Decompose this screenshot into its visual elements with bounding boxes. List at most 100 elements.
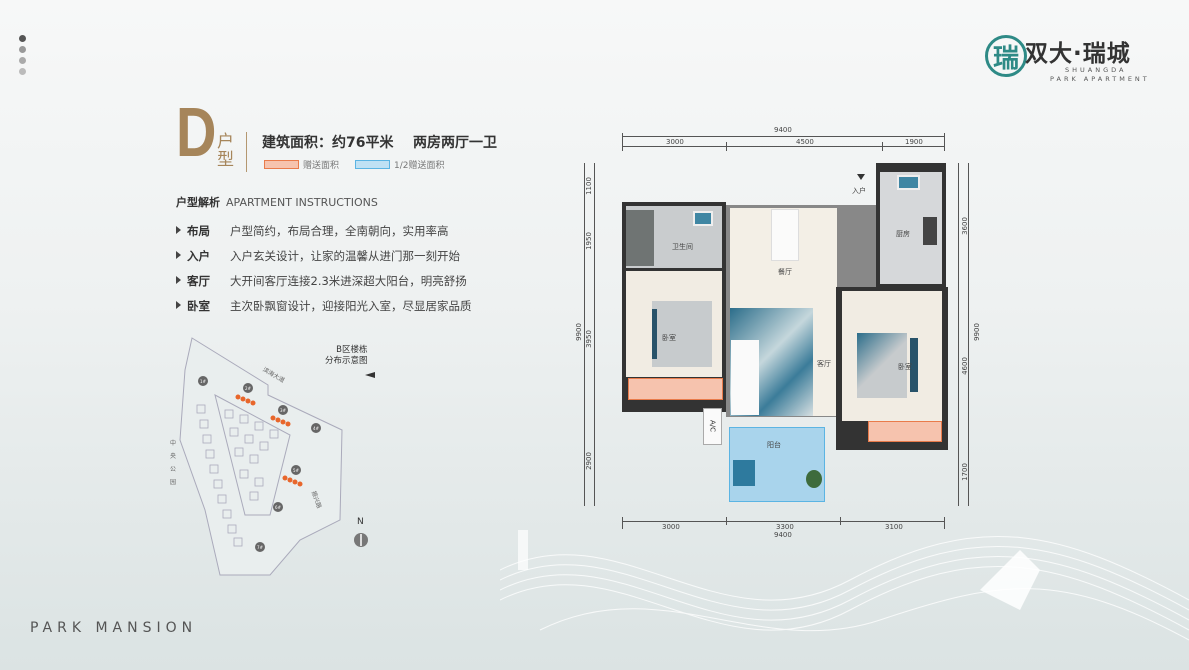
- legend-label: 赠送面积: [303, 161, 340, 171]
- dim-right: 1700: [960, 463, 969, 481]
- highlighted-units: [235, 394, 303, 487]
- legend-label: 1/2赠送面积: [394, 161, 445, 171]
- room-label-kitchen: 厨房: [896, 230, 910, 238]
- item-text: 户型简约，布局合理，全南朝向，实用率高: [230, 224, 449, 238]
- logo-name: 双大·瑞城: [1025, 41, 1131, 67]
- unit-area: 建筑面积：约76平米: [262, 135, 394, 151]
- analysis-heading: 户型解析 APARTMENT INSTRUCTIONS: [176, 194, 378, 210]
- dim-right: 4600: [960, 357, 969, 375]
- sink-icon: [693, 211, 713, 226]
- analysis-item: 客厅 大开间客厅连接2.3米进深超大阳台，明亮舒扬: [176, 273, 467, 289]
- wave-decoration: [500, 530, 1189, 641]
- room-label-bed1: 卧室: [662, 334, 676, 342]
- building-label: 3#: [280, 408, 287, 413]
- ac-unit: A/C: [703, 408, 722, 445]
- central-park-label: 中央公园: [170, 440, 177, 486]
- dim-left: 1950: [584, 232, 593, 250]
- unit-type-label: 户型: [217, 132, 234, 170]
- nav-dot-3[interactable]: [19, 57, 26, 64]
- bullet-icon: [176, 301, 181, 309]
- site-map-title-1: B区楼栋: [336, 345, 368, 355]
- building-label: 7#: [257, 545, 264, 550]
- legend-swatch-orange: [264, 160, 299, 169]
- logo-emblem: 瑞: [992, 43, 1019, 74]
- logo: 瑞: [985, 35, 1027, 77]
- bullet-icon: [176, 251, 181, 259]
- room-label-balcony: 阳台: [767, 441, 781, 449]
- building-label: 5#: [293, 468, 300, 473]
- legend-swatch-blue: [355, 160, 390, 169]
- dim-top: 3000: [666, 138, 684, 146]
- dim-top: 4500: [796, 138, 814, 146]
- dim-left: 3950: [584, 330, 593, 348]
- entry-label: 入户: [852, 187, 866, 195]
- logo-sub-1: SHUANGDA: [1065, 66, 1127, 74]
- surfer-icon: [980, 550, 1040, 610]
- site-map-title: B区楼栋分布示意图: [325, 345, 368, 367]
- room-label-bed2: 卧室: [898, 363, 912, 371]
- unit-title: 建筑面积：约76平米 两房两厅一卫: [262, 132, 497, 152]
- lighthouse-icon: [518, 530, 528, 570]
- building-label: 4#: [313, 426, 320, 431]
- analysis-item: 布局 户型简约，布局合理，全南朝向，实用率高: [176, 223, 449, 239]
- entry-arrow-icon: [857, 174, 865, 180]
- dim-bottom: 3000: [662, 523, 680, 531]
- arrow-left-icon: [365, 372, 375, 378]
- item-text: 大开间客厅连接2.3米进深超大阳台，明亮舒扬: [230, 274, 467, 288]
- dim-top-total: 9400: [774, 126, 792, 134]
- building-label: 2#: [245, 386, 252, 391]
- stove-icon: [923, 217, 937, 245]
- legend-half-gift: 1/2赠送面积: [355, 158, 445, 171]
- building-label: 1#: [200, 379, 207, 384]
- plant-icon: [806, 470, 822, 488]
- dim-top: 1900: [905, 138, 923, 146]
- site-map-title-2: 分布示意图: [325, 356, 368, 366]
- shower-area: [626, 210, 654, 266]
- dining-table: [771, 209, 799, 261]
- dim-line: [622, 136, 945, 137]
- dim-left: 1100: [584, 177, 593, 195]
- dim-bottom: 3100: [885, 523, 903, 531]
- dim-bottom-total: 9400: [774, 531, 792, 539]
- analysis-title-cn: 户型解析: [176, 196, 220, 209]
- nav-dot-4[interactable]: [19, 68, 26, 75]
- item-key: 入户: [187, 249, 210, 263]
- divider: [246, 132, 247, 172]
- bay-window-gift-right: [868, 421, 942, 442]
- item-key: 布局: [187, 224, 210, 238]
- item-key: 客厅: [187, 274, 210, 288]
- bed: [857, 333, 907, 398]
- room-label-bath: 卫生间: [672, 243, 693, 251]
- dim-left: 2900: [584, 452, 593, 470]
- nav-dot-1[interactable]: [19, 35, 26, 42]
- item-key: 卧室: [187, 299, 210, 313]
- kitchen-sink-icon: [897, 175, 920, 190]
- nav-dot-2[interactable]: [19, 46, 26, 53]
- dim-right: 3600: [960, 217, 969, 235]
- unit-letter: D: [176, 93, 217, 171]
- legend-gift: 赠送面积: [264, 158, 339, 171]
- north-label: N: [357, 517, 364, 527]
- logo-sub-2: PARK APARTMENT: [1050, 75, 1150, 83]
- item-text: 入户玄关设计，让家的温馨从进门那一刻开始: [230, 249, 460, 263]
- building-label: 6#: [275, 505, 282, 510]
- room-label-living: 客厅: [817, 360, 831, 368]
- unit-layout: 两房两厅一卫: [412, 135, 497, 151]
- bullet-icon: [176, 226, 181, 234]
- dim-right-total: 9900: [972, 323, 981, 341]
- site-map: 1# 2# 3# 4# 5# 6# 7#: [179, 337, 375, 576]
- dim-left-total: 9900: [574, 323, 583, 341]
- washing-sink-icon: [733, 460, 755, 486]
- bay-window-gift-left: [628, 378, 723, 400]
- analysis-item: 入户 入户玄关设计，让家的温馨从进门那一刻开始: [176, 248, 460, 264]
- bullet-icon: [176, 276, 181, 284]
- dim-bottom: 3300: [776, 523, 794, 531]
- footer-brand: PARK MANSION: [30, 620, 198, 636]
- item-text: 主次卧飘窗设计，迎接阳光入室，尽显居家品质: [230, 299, 472, 313]
- analysis-title-en: APARTMENT INSTRUCTIONS: [226, 196, 378, 209]
- analysis-item: 卧室 主次卧飘窗设计，迎接阳光入室，尽显居家品质: [176, 298, 472, 314]
- sofa: [731, 340, 759, 415]
- room-label-dining: 餐厅: [778, 268, 792, 276]
- bed: [652, 301, 712, 367]
- dim-line: [622, 146, 945, 147]
